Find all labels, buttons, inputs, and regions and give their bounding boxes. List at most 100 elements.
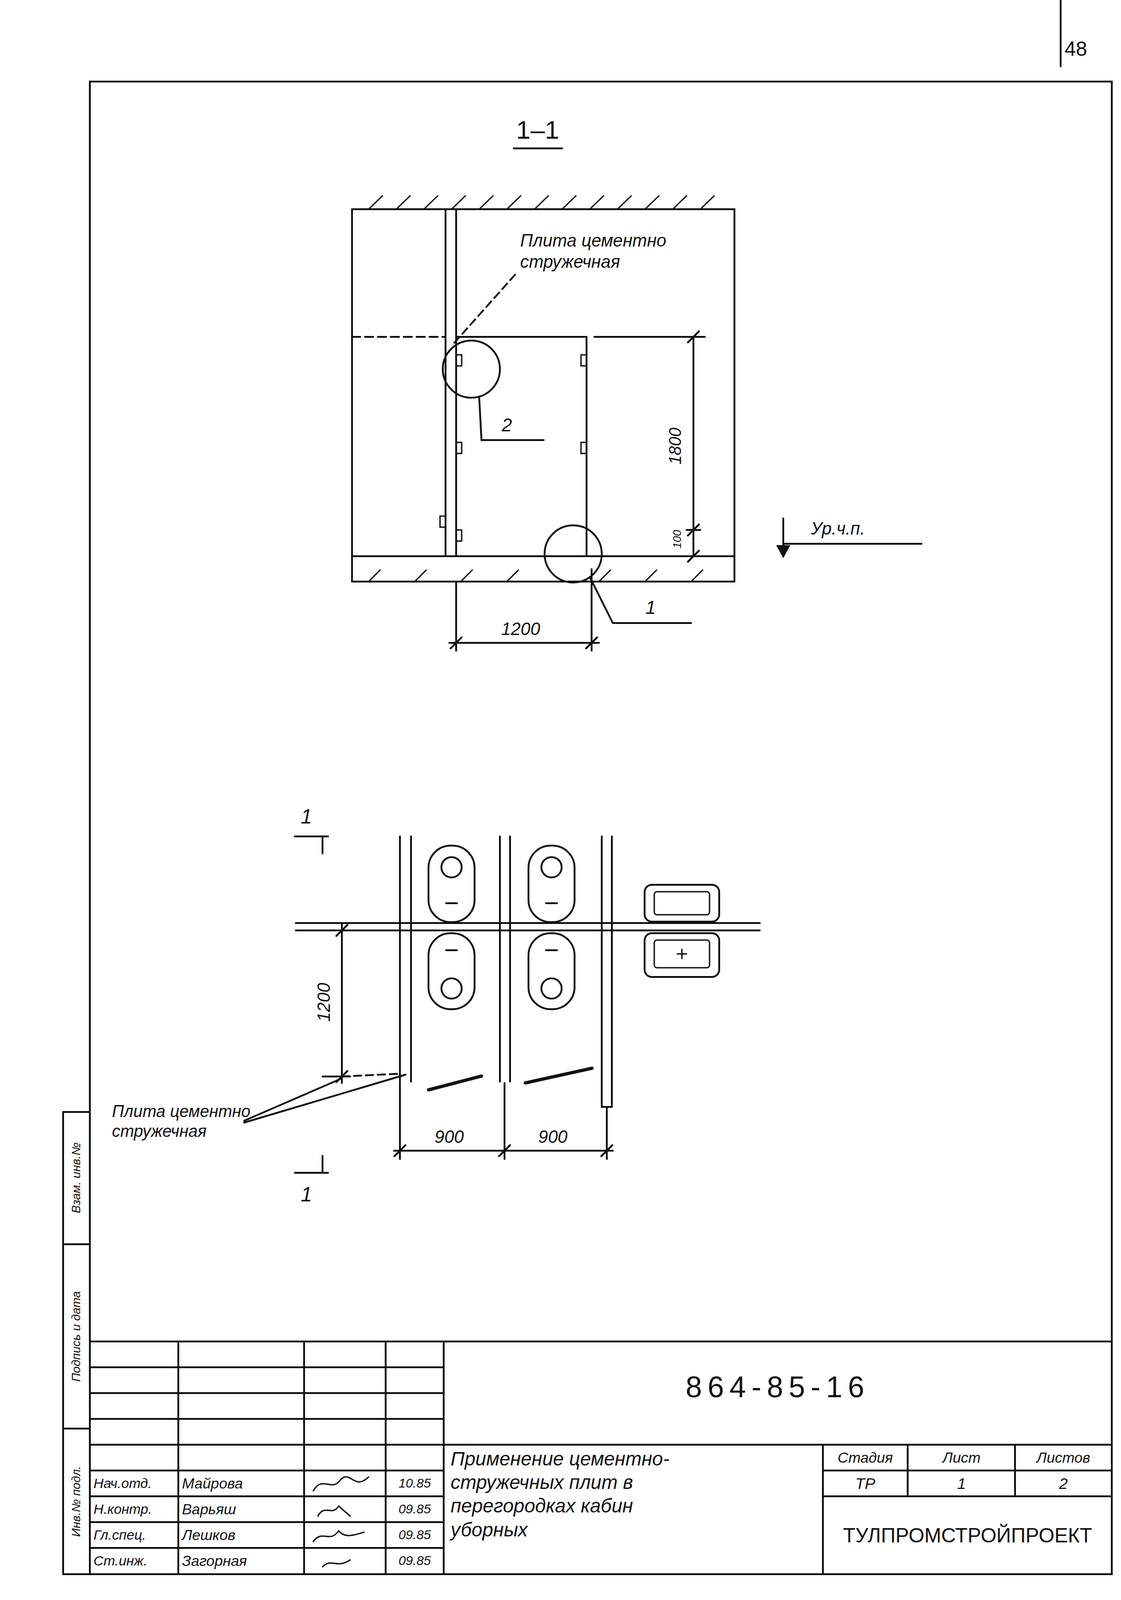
section-title-underline [513,147,563,150]
section-ceiling [352,195,735,210]
title-block-grid [384,1341,387,1574]
dimension-lines [594,335,705,338]
signatures [322,1559,351,1567]
plan-walls [610,836,613,1107]
dimension: 1200 [313,982,335,1022]
title-block-grid [89,1391,444,1394]
toilet-symbols [528,845,575,922]
title-block-cell: Варьяш [181,1500,236,1518]
callout-leaders [544,525,602,583]
section-walls [456,335,587,338]
toilet-symbols [446,949,458,951]
title-block-cell: Стадия [837,1448,893,1467]
title-block-grid [442,1341,445,1574]
title-block-cell: Н.контр. [93,1500,153,1518]
toilet-symbols [541,856,562,878]
title-block-grid [89,1443,444,1446]
dimension-lines [455,581,458,651]
title-block-grid [906,1444,909,1497]
sheet-frame [63,1572,90,1575]
section-title: 1–1 [516,114,559,146]
sheet-frame [63,1427,90,1430]
section-floor [352,555,735,558]
title-block-grid [89,1366,444,1368]
title-block-cell: ТР [855,1473,875,1493]
toilet-symbols [528,933,575,1010]
dimension-lines [686,528,701,531]
plan-walls [399,836,401,1082]
dimension-lines [449,641,599,644]
dimension: 1200 [501,618,541,640]
section-ceiling [352,208,735,211]
signatures [313,1476,369,1567]
toilet-symbols [545,902,558,904]
toilet-symbols [428,845,575,1010]
door-leaves [341,1068,593,1090]
title-block-grid [89,1495,444,1497]
title-block-grid [1014,1444,1016,1497]
plan-walls [295,836,760,1107]
title-block-cell: Майрова [181,1474,243,1492]
sink-symbols [644,884,720,922]
title-block-cell: Лист [942,1448,981,1467]
sink-symbols [654,891,710,915]
signatures [313,1530,364,1542]
title-block-cell: 09.85 [398,1526,431,1543]
toilet-symbols [441,978,462,999]
title-block-grid [822,1495,1112,1497]
sink-symbols [677,949,687,959]
sink-symbols [644,884,720,977]
dimension-lines [449,331,705,651]
section-walls [440,516,446,528]
section-walls [581,354,587,366]
section-markers [321,1155,324,1173]
title-block-grid [443,1443,1112,1446]
stamp-column: Подпись и дата [69,1291,84,1382]
document-number: 864-85-16 [685,1369,870,1405]
dimension-lines [692,336,695,557]
section-walls [352,209,735,582]
sink-symbols [644,933,720,977]
title-block-grid [303,1341,306,1574]
plan-dimensions [322,1075,351,1078]
door-leaves [428,1075,482,1090]
title-block-grid [822,1469,1112,1472]
callout-leaders [442,340,500,398]
callout-leaders [589,576,692,623]
title-block-cell: 09.85 [398,1552,431,1569]
toilet-symbols [428,933,475,1010]
signatures [317,1505,351,1516]
title-block-cell: Загорная [181,1551,247,1570]
title-block-cell: Лешков [181,1525,236,1544]
title-block-cell: Гл.спец. [93,1526,147,1544]
toilet-symbols [545,949,558,951]
section-walls [456,442,462,454]
plan-dimensions [340,923,343,1083]
sheet-frame [89,81,1112,1574]
organization-name: ТУЛПРОМСТРОЙПРОЕКТ [843,1523,1093,1548]
material-note: Плита цементно стружечная [111,1101,260,1141]
section-markers [321,836,324,854]
section-walls [733,209,736,582]
sheet-frame [63,0,1112,1574]
section-walls [352,335,446,338]
title-block-grid [89,1520,444,1523]
material-note: Плита цементно стружечная [520,230,714,273]
sheet-frame [1059,0,1062,67]
section-walls [455,209,458,557]
toilet-symbols [541,978,562,999]
page-number: 48 [1064,36,1088,62]
title-block-cell: 2 [1059,1473,1069,1493]
plan-dimensions [322,929,351,932]
title-block-cell: 09.85 [398,1501,431,1517]
signatures [313,1476,369,1491]
title-block-cell: 1 [957,1473,967,1493]
dimension: 1800 [665,427,686,465]
sheet-frame [63,1110,90,1113]
title-block-grid [821,1444,824,1574]
callout-leaders [453,274,516,344]
plan-walls [600,836,603,1107]
plan-dimensions [394,1144,613,1157]
